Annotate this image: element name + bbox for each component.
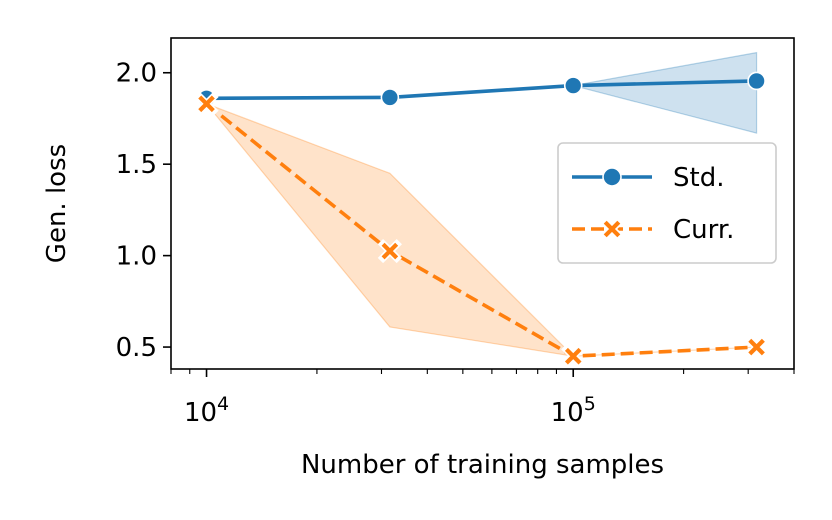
data-point-curr xyxy=(561,344,586,369)
data-point-curr xyxy=(377,238,402,264)
x-marker-stroke xyxy=(381,242,399,260)
y-axis-ticks: 0.5 1.0 1.5 2.0 xyxy=(116,59,171,363)
x-tick-label: 105 xyxy=(551,393,596,428)
legend-marker-curr xyxy=(599,216,625,242)
data-point-std xyxy=(563,76,583,95)
x-marker-stroke xyxy=(748,338,765,356)
data-point-std xyxy=(380,88,400,107)
y-axis-title: Gen. loss xyxy=(42,144,72,263)
data-point-curr xyxy=(744,334,769,360)
x-axis-ticks: 104 105 xyxy=(170,369,795,428)
y-tick-label: 1.0 xyxy=(116,242,157,272)
x-axis-title: Number of training samples xyxy=(301,450,664,480)
legend-label-std: Std. xyxy=(673,163,724,193)
legend-marker-std xyxy=(602,167,622,187)
legend: Std. Curr. xyxy=(557,142,777,264)
x-marker-stroke xyxy=(564,347,582,365)
series-lines xyxy=(205,79,757,358)
y-tick-label: 1.5 xyxy=(116,150,157,180)
x-marker-stroke xyxy=(198,95,215,113)
data-point-std xyxy=(747,71,766,91)
legend-label-curr: Curr. xyxy=(673,215,734,245)
series-line-std xyxy=(206,79,757,101)
x-tick-label: 104 xyxy=(184,393,229,428)
x-marker-stroke xyxy=(603,220,621,238)
data-point-curr xyxy=(194,91,219,116)
legend-frame xyxy=(557,142,777,264)
y-tick-label: 2.0 xyxy=(116,59,157,89)
plot-frame xyxy=(170,37,795,370)
series-line-curr xyxy=(205,102,757,358)
y-tick-label: 0.5 xyxy=(116,333,157,363)
series-markers xyxy=(194,71,769,369)
